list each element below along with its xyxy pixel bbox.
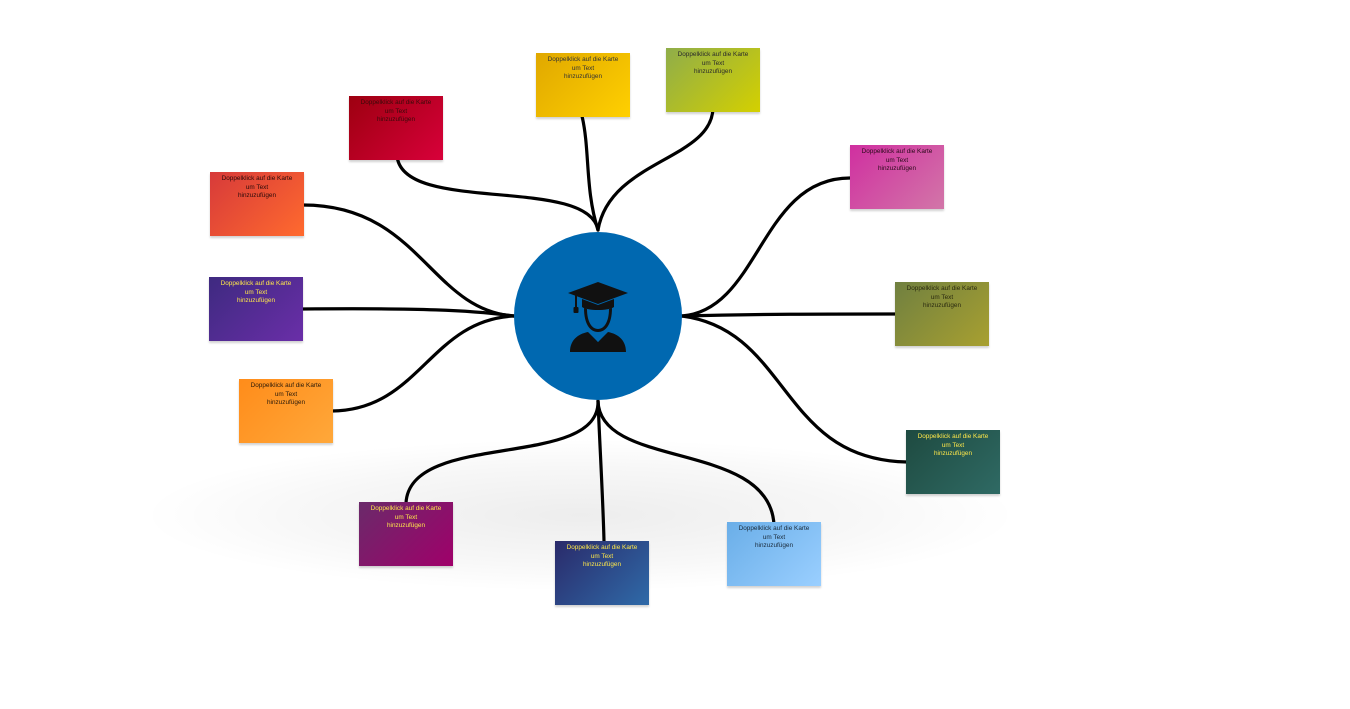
card-text-line: Doppelklick auf die Karte xyxy=(738,525,810,532)
card-text-line: hinzuzufügen xyxy=(266,399,306,407)
link-red-dark xyxy=(395,153,600,232)
link-yellow xyxy=(580,114,600,232)
card-text-line: Doppelklick auf die Karte xyxy=(370,505,442,512)
card-text-line: Doppelklick auf die Karte xyxy=(250,382,322,389)
card-text-line: um Text xyxy=(274,390,298,398)
card-text-line: hinzuzufügen xyxy=(236,297,276,305)
card-text-line: hinzuzufügen xyxy=(877,165,917,173)
card-text-line: um Text xyxy=(941,441,965,449)
link-plum xyxy=(404,399,600,505)
link-purple xyxy=(300,307,516,318)
card-text-line: um Text xyxy=(762,533,786,541)
card-text-line: Doppelklick auf die Karte xyxy=(360,99,432,106)
card-text-line: Doppelklick auf die Karte xyxy=(566,544,638,551)
card-text-line: um Text xyxy=(571,64,595,72)
link-lime xyxy=(596,106,715,232)
card-text-line: Doppelklick auf die Karte xyxy=(220,280,292,287)
card-text-line: um Text xyxy=(590,552,614,560)
card-text-line: Doppelklick auf die Karte xyxy=(547,56,619,63)
card-text-line: hinzuzufügen xyxy=(386,522,426,530)
link-magenta xyxy=(680,176,852,318)
card-text-line: um Text xyxy=(394,513,418,521)
card-text-line: Doppelklick auf die Karte xyxy=(861,148,933,155)
card-text-line: hinzuzufügen xyxy=(754,542,794,550)
card-text-line: hinzuzufügen xyxy=(563,73,603,81)
card-text-line: um Text xyxy=(245,183,269,191)
card-text-line: hinzuzufügen xyxy=(933,450,973,458)
central-topic-node[interactable] xyxy=(514,232,682,400)
link-teal-dark xyxy=(680,314,909,464)
card-text-line: hinzuzufügen xyxy=(582,561,622,569)
card-text-line: um Text xyxy=(885,156,909,164)
link-olive xyxy=(680,312,899,318)
link-navy xyxy=(596,399,606,543)
card-text-line: hinzuzufügen xyxy=(922,302,962,310)
card-text-line: um Text xyxy=(930,293,954,301)
card-text-line: Doppelklick auf die Karte xyxy=(677,51,749,58)
link-orange xyxy=(330,314,516,413)
link-sky xyxy=(596,399,776,527)
graduate-icon xyxy=(568,282,628,352)
link-red-orange xyxy=(301,203,516,318)
card-text-line: hinzuzufügen xyxy=(693,68,733,76)
card-text-line: hinzuzufügen xyxy=(237,192,277,200)
card-text-line: Doppelklick auf die Karte xyxy=(906,285,978,292)
card-text-line: um Text xyxy=(384,107,408,115)
card-text-line: um Text xyxy=(244,288,268,296)
card-text-line: um Text xyxy=(701,59,725,67)
card-text-line: Doppelklick auf die Karte xyxy=(221,175,293,182)
card-text-line: hinzuzufügen xyxy=(376,116,416,124)
card-text-line: Doppelklick auf die Karte xyxy=(917,433,989,440)
